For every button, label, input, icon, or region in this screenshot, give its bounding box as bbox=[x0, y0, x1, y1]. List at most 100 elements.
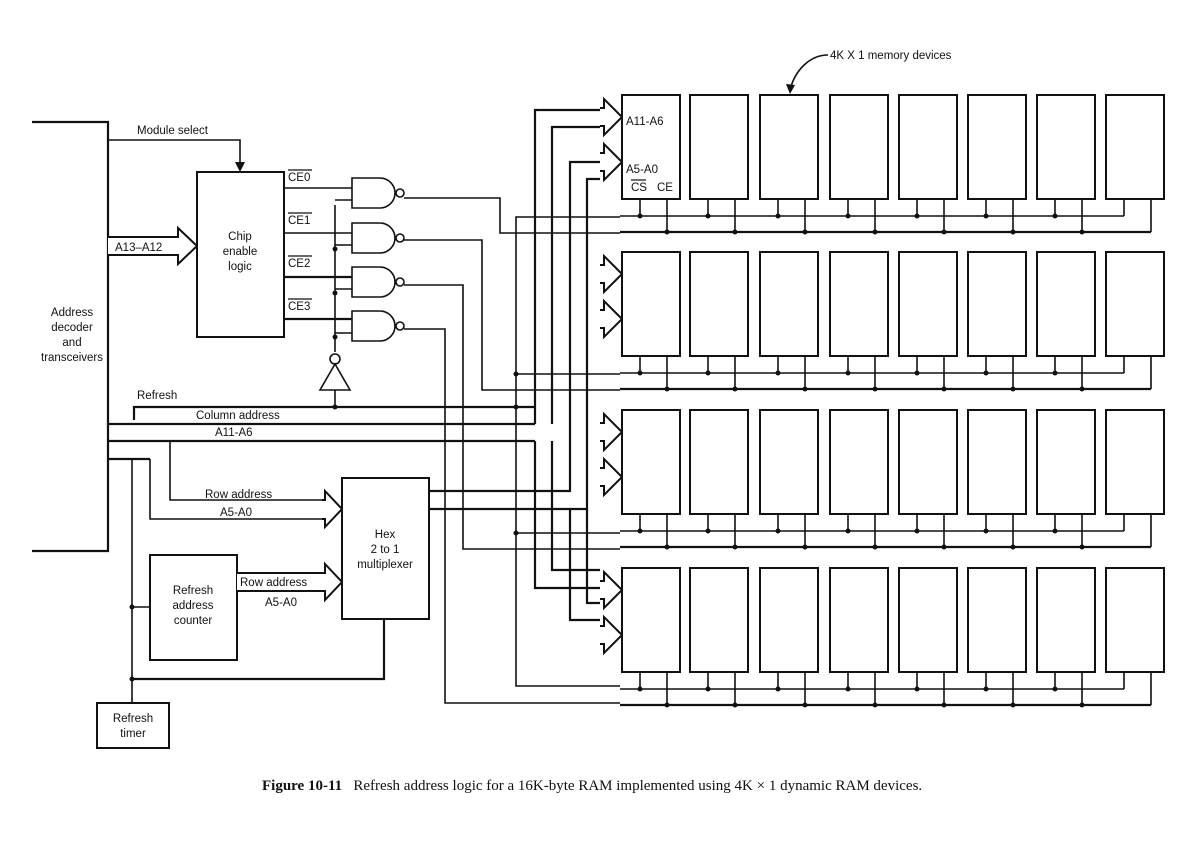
figure-number: Figure 10-11 bbox=[262, 778, 343, 794]
memory-chip bbox=[621, 567, 681, 673]
memory-chip bbox=[1105, 409, 1165, 515]
row-address-arrow bbox=[600, 141, 624, 183]
address-decoder-label-2: decoder bbox=[51, 322, 93, 334]
svg-text:CE1: CE1 bbox=[288, 215, 310, 227]
nand-gate-3 bbox=[335, 310, 405, 342]
address-decoder-label-3: and bbox=[62, 337, 81, 349]
bus-trunks bbox=[404, 108, 620, 704]
refresh-trunk bbox=[515, 216, 620, 407]
refresh-timer-block: Refresh timer bbox=[96, 702, 170, 749]
memory-chip bbox=[1036, 567, 1096, 673]
row-address-label-1: Row address bbox=[205, 489, 272, 501]
svg-text:CE2: CE2 bbox=[288, 258, 310, 270]
memory-chip bbox=[689, 251, 749, 357]
a11-a6-label: A11-A6 bbox=[215, 427, 253, 439]
row-address-arrow bbox=[600, 614, 624, 656]
address-decoder-block: Address decoder and transceivers bbox=[32, 120, 110, 553]
nand-gate-1 bbox=[335, 222, 405, 254]
memory-chip bbox=[759, 409, 819, 515]
multiplexer-label-3: multiplexer bbox=[357, 559, 413, 571]
gate0-output-wire bbox=[404, 197, 620, 234]
a5-a0-label-1: A5-A0 bbox=[220, 507, 252, 519]
column-address-label: Column address bbox=[196, 410, 280, 422]
hex-multiplexer-block: Hex 2 to 1 multiplexer bbox=[341, 477, 430, 620]
ce-outputs: CE0 CE1 CE2 CE3 bbox=[284, 169, 352, 321]
refresh-timer-label-2: timer bbox=[120, 728, 146, 740]
memory-chip bbox=[967, 251, 1027, 357]
memory-chip bbox=[967, 409, 1027, 515]
module-select-label: Module select bbox=[137, 125, 209, 137]
memory-chip bbox=[898, 567, 958, 673]
memory-chip bbox=[759, 94, 819, 200]
row-bus-left-lower bbox=[568, 509, 600, 622]
row-address-bus-decoder: Row address A5-A0 bbox=[108, 441, 344, 530]
junction-dot bbox=[513, 530, 519, 536]
refresh-trunk-lower bbox=[515, 407, 620, 687]
memory-chip bbox=[689, 567, 749, 673]
memory-chip bbox=[759, 251, 819, 357]
row-address-label-2: Row address bbox=[240, 577, 307, 589]
nand-body bbox=[351, 266, 396, 298]
column-address-arrow bbox=[600, 253, 624, 295]
refresh-timer-wiring bbox=[129, 459, 386, 703]
memory-chip bbox=[1036, 251, 1096, 357]
nand-bubble bbox=[395, 277, 405, 287]
memory-chip bbox=[1105, 94, 1165, 200]
refresh-label: Refresh bbox=[137, 390, 177, 402]
refresh-counter-label-1: Refresh bbox=[173, 585, 213, 597]
ce0-label: CE0 bbox=[288, 169, 312, 184]
ce3-label: CE3 bbox=[288, 298, 312, 313]
inverter bbox=[318, 205, 352, 407]
gate3-output-wire bbox=[404, 328, 620, 704]
refresh-counter-label-2: address bbox=[173, 600, 214, 612]
memory-chip bbox=[1036, 94, 1096, 200]
memory-chip bbox=[621, 251, 681, 357]
ce2-label: CE2 bbox=[288, 255, 312, 270]
ce1-label: CE1 bbox=[288, 212, 312, 227]
column-address-arrow bbox=[600, 411, 624, 453]
nand-bubble bbox=[395, 321, 405, 331]
memory-chip bbox=[621, 409, 681, 515]
multiplexer-label-2: 2 to 1 bbox=[371, 544, 400, 556]
memory-chip bbox=[1105, 251, 1165, 357]
memory-row-2 bbox=[600, 409, 1165, 550]
memory-row-3 bbox=[600, 567, 1165, 708]
a13-a12-bus: A13–A12 bbox=[108, 225, 199, 267]
column-address-arrow bbox=[600, 96, 624, 138]
chip-enable-label-3: logic bbox=[228, 261, 252, 273]
nand-body bbox=[351, 177, 396, 209]
memory-chip bbox=[898, 251, 958, 357]
multiplexer-label-1: Hex bbox=[375, 529, 396, 541]
chip-enable-label-1: Chip bbox=[228, 231, 252, 243]
svg-text:CE3: CE3 bbox=[288, 301, 310, 313]
figure-caption: Figure 10-11 Refresh address logic for a… bbox=[262, 776, 982, 796]
row-bus-right-lower bbox=[585, 509, 600, 605]
memory-chip bbox=[1105, 567, 1165, 673]
svg-text:CE0: CE0 bbox=[288, 172, 310, 184]
pin-cs-label: CS bbox=[631, 182, 647, 194]
gate2-output-wire bbox=[404, 284, 620, 550]
col-bus-right bbox=[550, 125, 600, 424]
refresh-address-counter-block: Refresh address counter bbox=[149, 554, 238, 661]
a5-a0-label-2: A5-A0 bbox=[265, 597, 297, 609]
column-address-arrow bbox=[600, 569, 624, 611]
column-address-bus: Column address A11-A6 bbox=[108, 410, 535, 443]
nand-body bbox=[351, 222, 396, 254]
col-bus-left bbox=[533, 108, 600, 424]
memory-row-1 bbox=[600, 251, 1165, 392]
nand-gates bbox=[335, 177, 405, 342]
row-bus-left bbox=[429, 160, 600, 493]
address-decoder-label-1: Address bbox=[51, 307, 93, 319]
chip-enable-label-2: enable bbox=[223, 246, 258, 258]
nand-gate-0 bbox=[335, 177, 405, 209]
memory-chip bbox=[829, 567, 889, 673]
memory-chip bbox=[829, 251, 889, 357]
pin-a11-a6-label: A11-A6 bbox=[626, 116, 664, 128]
memory-devices-label: 4K X 1 memory devices bbox=[830, 50, 952, 62]
memory-chip bbox=[829, 94, 889, 200]
memory-chip bbox=[829, 409, 889, 515]
memory-devices-annotation: 4K X 1 memory devices bbox=[786, 50, 952, 94]
